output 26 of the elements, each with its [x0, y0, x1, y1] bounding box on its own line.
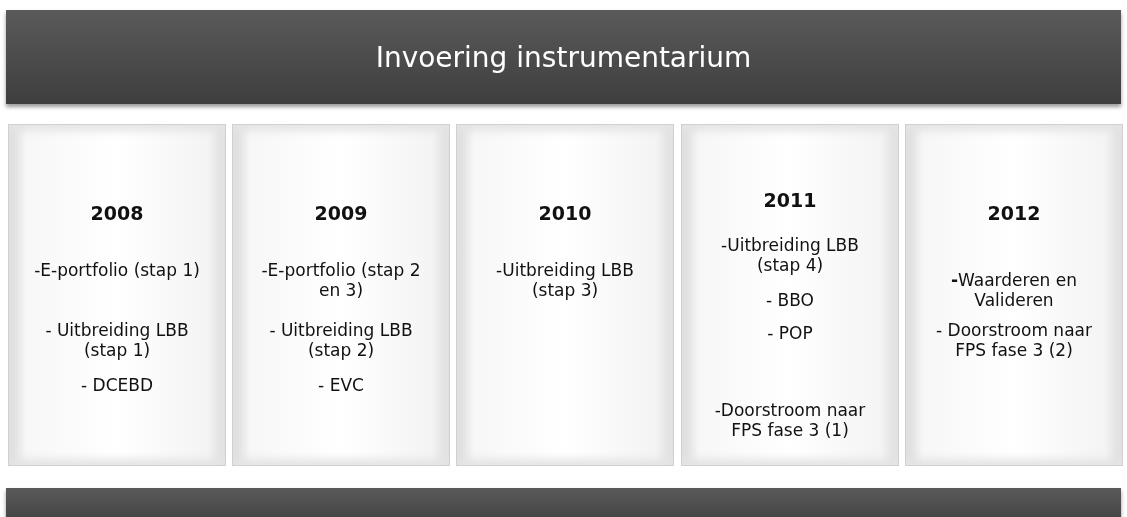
title-banner [6, 10, 1121, 104]
year-heading: 2011 [762, 189, 818, 212]
footer-bar [6, 488, 1121, 517]
list-item: - Doorstroom naar FPS fase 3 (2) [935, 320, 1093, 361]
year-heading: 2008 [89, 202, 145, 225]
list-item: - Uitbreiding LBB (stap 2) [268, 320, 414, 361]
year-column-panel [681, 124, 899, 466]
list-item: -Waarderen en Valideren [949, 270, 1078, 311]
list-item: -Doorstroom naar FPS fase 3 (1) [713, 400, 867, 441]
list-item: - POP [766, 323, 814, 344]
year-column-panel [905, 124, 1123, 466]
list-item: - Uitbreiding LBB (stap 1) [44, 320, 190, 361]
year-heading: 2010 [537, 202, 593, 225]
year-column-panel [8, 124, 226, 466]
banner-title: Invoering instrumentarium [374, 40, 753, 74]
list-item: -Uitbreiding LBB (stap 3) [495, 260, 635, 301]
year-column-panel [232, 124, 450, 466]
list-item: - DCEBD [80, 375, 154, 396]
list-item: -E-portfolio (stap 2 en 3) [260, 260, 422, 301]
year-heading: 2012 [986, 202, 1042, 225]
year-heading: 2009 [313, 202, 369, 225]
list-item: - EVC [317, 375, 365, 396]
list-item: -Uitbreiding LBB (stap 4) [720, 235, 860, 276]
list-item: - BBO [765, 290, 815, 311]
list-item: -E-portfolio (stap 1) [33, 260, 201, 281]
year-column-panel [456, 124, 674, 466]
